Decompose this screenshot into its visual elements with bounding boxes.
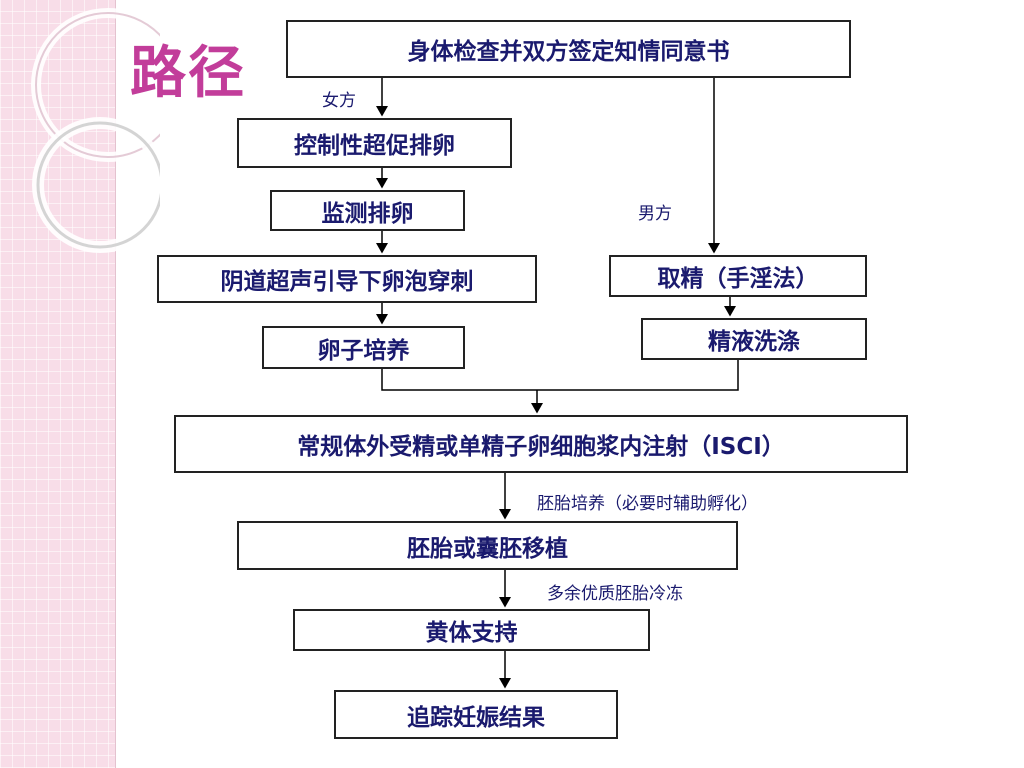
decorative-rings	[31, 8, 160, 253]
female-label: 女方	[322, 91, 356, 111]
oocyte-retrieval-step: 阴道超声引导下卵泡穿刺	[157, 255, 537, 303]
luteal-support-step: 黄体支持	[293, 609, 650, 651]
male-label: 男方	[638, 204, 672, 224]
embryo-freeze-note: 多余优质胚胎冷冻	[547, 584, 683, 604]
consent-step: 身体检查并双方签定知情同意书	[286, 20, 851, 78]
egg-culture-step: 卵子培养	[262, 326, 465, 369]
pregnancy-followup-step: 追踪妊娠结果	[334, 690, 618, 739]
sperm-wash-step: 精液洗涤	[641, 318, 867, 360]
embryo-culture-note: 胚胎培养（必要时辅助孵化）	[537, 494, 758, 514]
fertilization-step: 常规体外受精或单精子卵细胞浆内注射（ISCI）	[174, 415, 908, 473]
sperm-collection-step: 取精（手淫法）	[609, 255, 867, 297]
cos-step: 控制性超促排卵	[237, 118, 512, 168]
slide-title: 路径	[130, 41, 246, 106]
monitor-ovulation-step: 监测排卵	[270, 190, 465, 231]
embryo-transfer-step: 胚胎或囊胚移植	[237, 521, 738, 570]
